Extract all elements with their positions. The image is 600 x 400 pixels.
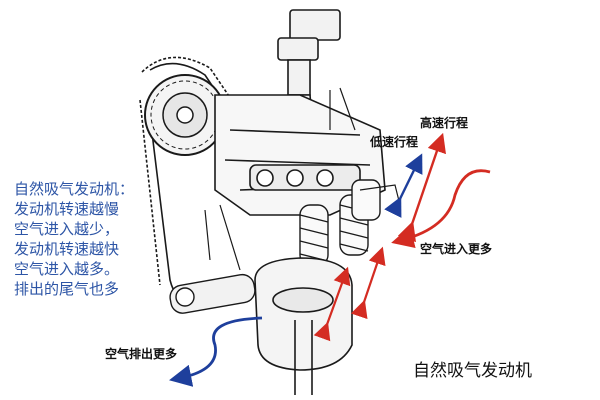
left-text-line-3: 空气进入越少，: [14, 220, 120, 238]
left-text-line-5: 空气进入越多。: [14, 260, 120, 278]
red-arrow-left: [313, 266, 351, 342]
valve-spring-left: [299, 204, 329, 266]
air-out-more-label: 空气排出更多: [105, 347, 178, 361]
air-in-more-label: 空气进入更多: [420, 242, 493, 256]
diagram-caption: 自然吸气发动机: [413, 361, 532, 381]
left-text-line-2: 发动机转速越慢: [14, 200, 120, 218]
valve-spring-right: [339, 179, 381, 256]
low-stroke-label: 低速行程: [370, 135, 419, 149]
left-text-line-1: 自然吸气发动机：: [14, 180, 135, 198]
cam-gear-icon: [144, 74, 226, 156]
piston-cylinder: [254, 257, 353, 395]
low-stroke-arrow: [384, 153, 423, 218]
air-out-curve-arrow: [169, 316, 263, 387]
air-in-curve-arrow: [391, 169, 491, 249]
high-stroke-label: 高速行程: [420, 116, 469, 130]
left-text-line-4: 发动机转速越快: [14, 240, 120, 258]
high-stroke-arrow: [397, 132, 446, 243]
left-text-line-6: 排出的尾气也多: [14, 280, 120, 298]
fuel-injector: [169, 273, 256, 314]
red-arrow-right: [350, 246, 386, 320]
